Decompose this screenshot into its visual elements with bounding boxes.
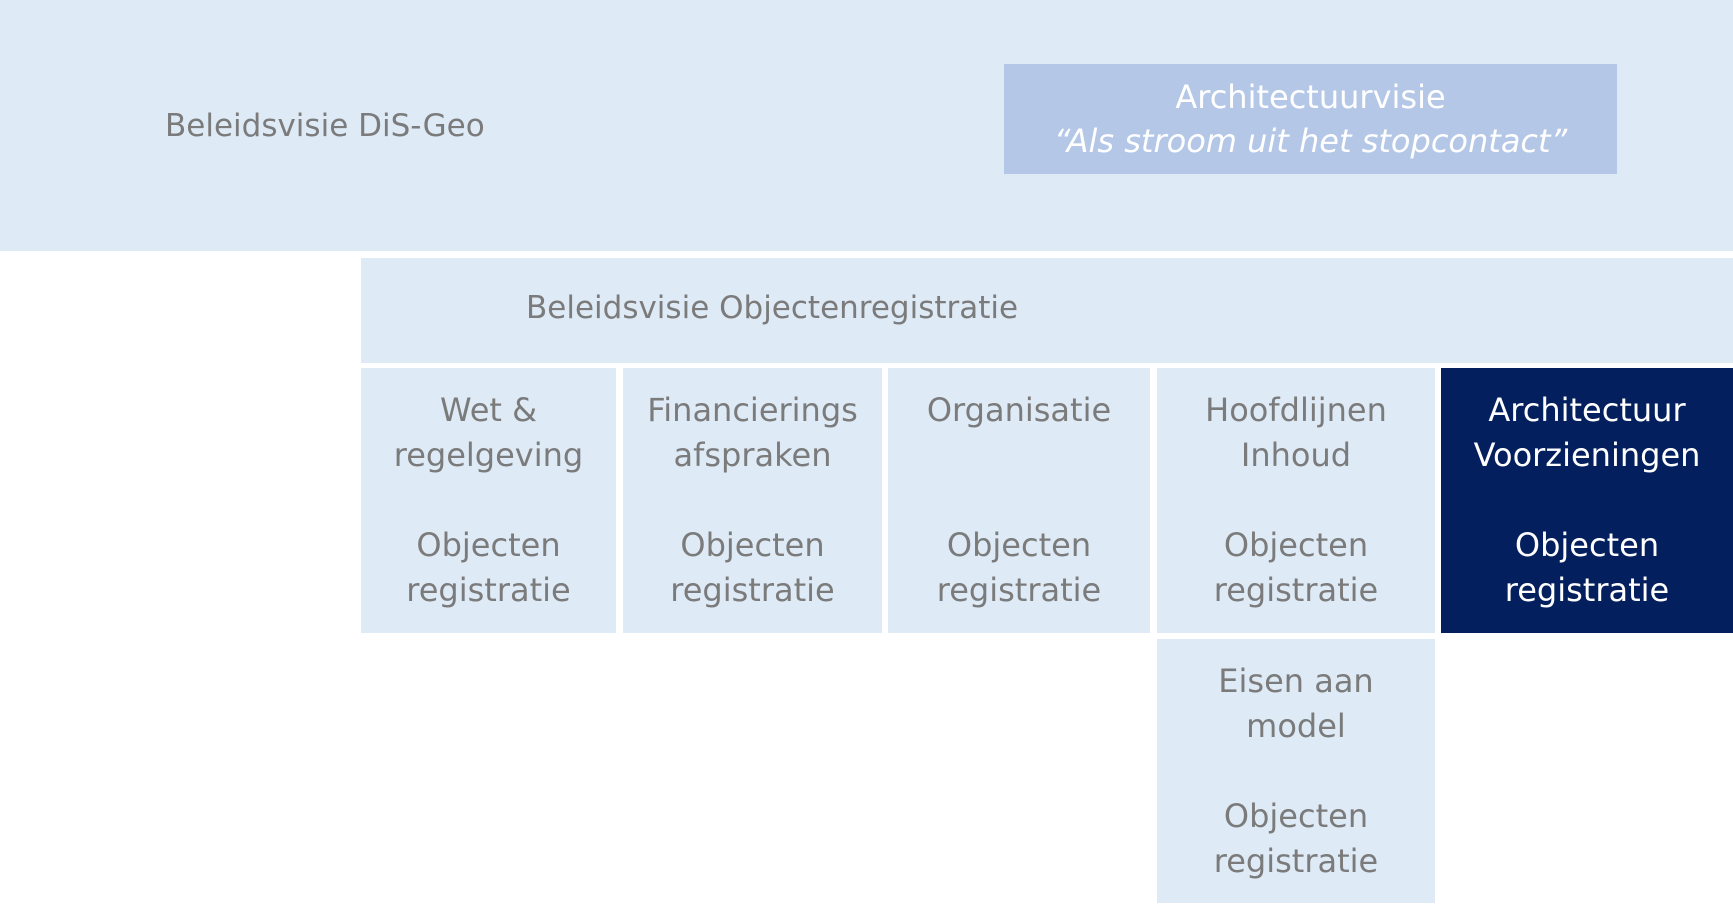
card-line: registratie [936,571,1102,609]
card-line: Objecten [1514,526,1660,564]
card-line: registratie [406,571,571,609]
card-line: afspraken [673,436,832,474]
objectenregistratie-title: Beleidsvisie Objectenregistratie [526,290,1019,326]
objectenregistratie-band: Beleidsvisie Objectenregistratie [361,258,1733,363]
card-wet-regelgeving: Wet & regelgeving Objecten registratie [361,368,616,633]
card-line: Objecten [946,526,1092,564]
card-eisen-aan-model: Eisen aan model Objecten registratie [1157,639,1435,903]
architectuurvisie-title: Architectuurvisie [1175,78,1446,116]
card-line: Objecten [680,526,825,564]
card-line: registratie [1504,571,1670,609]
card-line: Architectuur [1488,391,1686,429]
card-line: Inhoud [1240,436,1352,474]
card-line: Hoofdlijnen [1205,391,1387,429]
card-line: registratie [670,571,835,609]
card-line: registratie [1213,842,1379,880]
dis-geo-band: Beleidsvisie DiS-Geo Architectuurvisie “… [0,0,1733,251]
card-line: Eisen aan [1218,662,1374,700]
card-line: model [1246,707,1346,745]
dis-geo-title: Beleidsvisie DiS-Geo [165,108,485,144]
card-architectuur-voorzieningen: Architectuur Voorzieningen Objecten regi… [1441,368,1733,633]
architectuurvisie-box: Architectuurvisie “Als stroom uit het st… [1004,64,1617,174]
card-line: Organisatie [926,391,1112,429]
card-hoofdlijnen-inhoud: Hoofdlijnen Inhoud Objecten registratie [1157,368,1435,633]
card-line: Objecten [1223,526,1369,564]
card-line: regelgeving [393,436,584,474]
card-line: Objecten [416,526,561,564]
card-line: Voorzieningen [1473,436,1701,474]
card-financieringsafspraken: Financierings afspraken Objecten registr… [623,368,882,633]
card-line: Financierings [647,391,858,429]
card-organisatie: Organisatie Objecten registratie [888,368,1150,633]
architectuurvisie-quote: “Als stroom uit het stopcontact” [1053,122,1568,160]
card-line: Wet & [439,391,538,429]
card-line: Objecten [1223,797,1369,835]
card-line: registratie [1213,571,1379,609]
